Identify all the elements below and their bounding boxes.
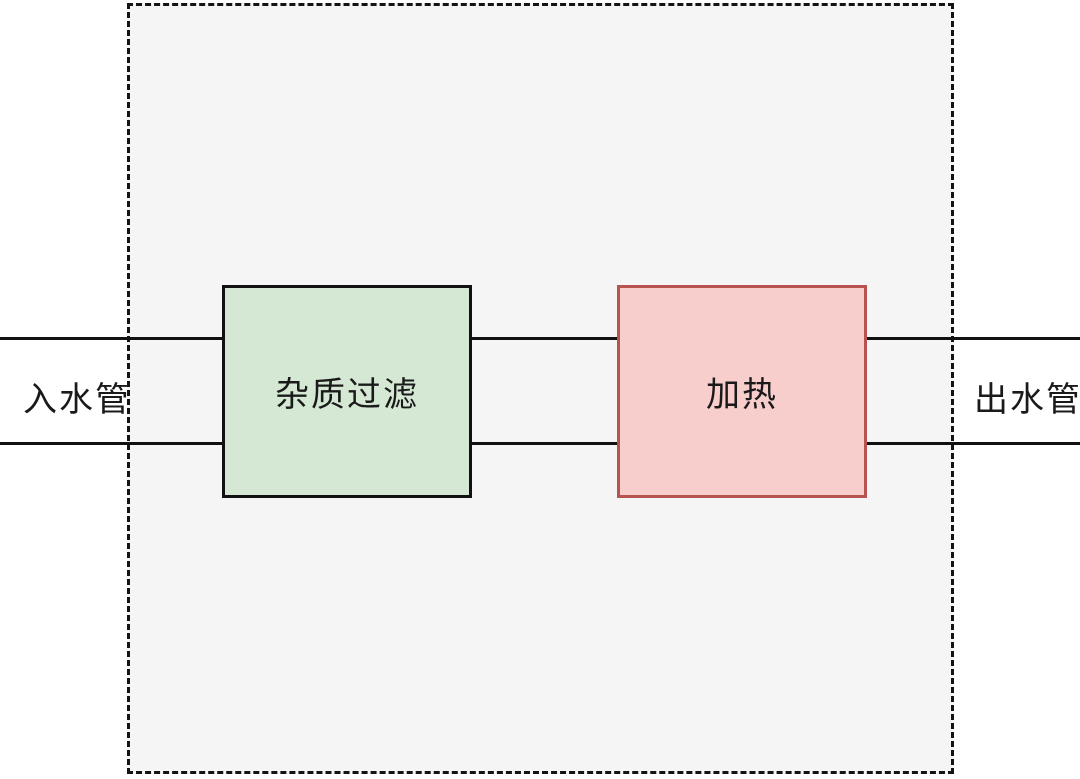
node-heater: 加热 — [617, 285, 867, 498]
pipe-bottom-outlet-segment — [866, 442, 1080, 445]
inlet-pipe-label: 入水管 — [23, 381, 131, 419]
pipe-top-outlet-segment — [866, 337, 1080, 340]
pipe-bottom-middle-segment — [471, 442, 619, 445]
pipe-bottom-inlet-segment — [0, 442, 224, 445]
node-heater-label: 加热 — [706, 376, 778, 414]
node-impurity-filter-label: 杂质过滤 — [275, 376, 419, 414]
pipe-top-middle-segment — [471, 337, 619, 340]
outlet-pipe-label: 出水管 — [974, 381, 1080, 419]
node-impurity-filter: 杂质过滤 — [222, 285, 472, 498]
pipe-top-inlet-segment — [0, 337, 224, 340]
